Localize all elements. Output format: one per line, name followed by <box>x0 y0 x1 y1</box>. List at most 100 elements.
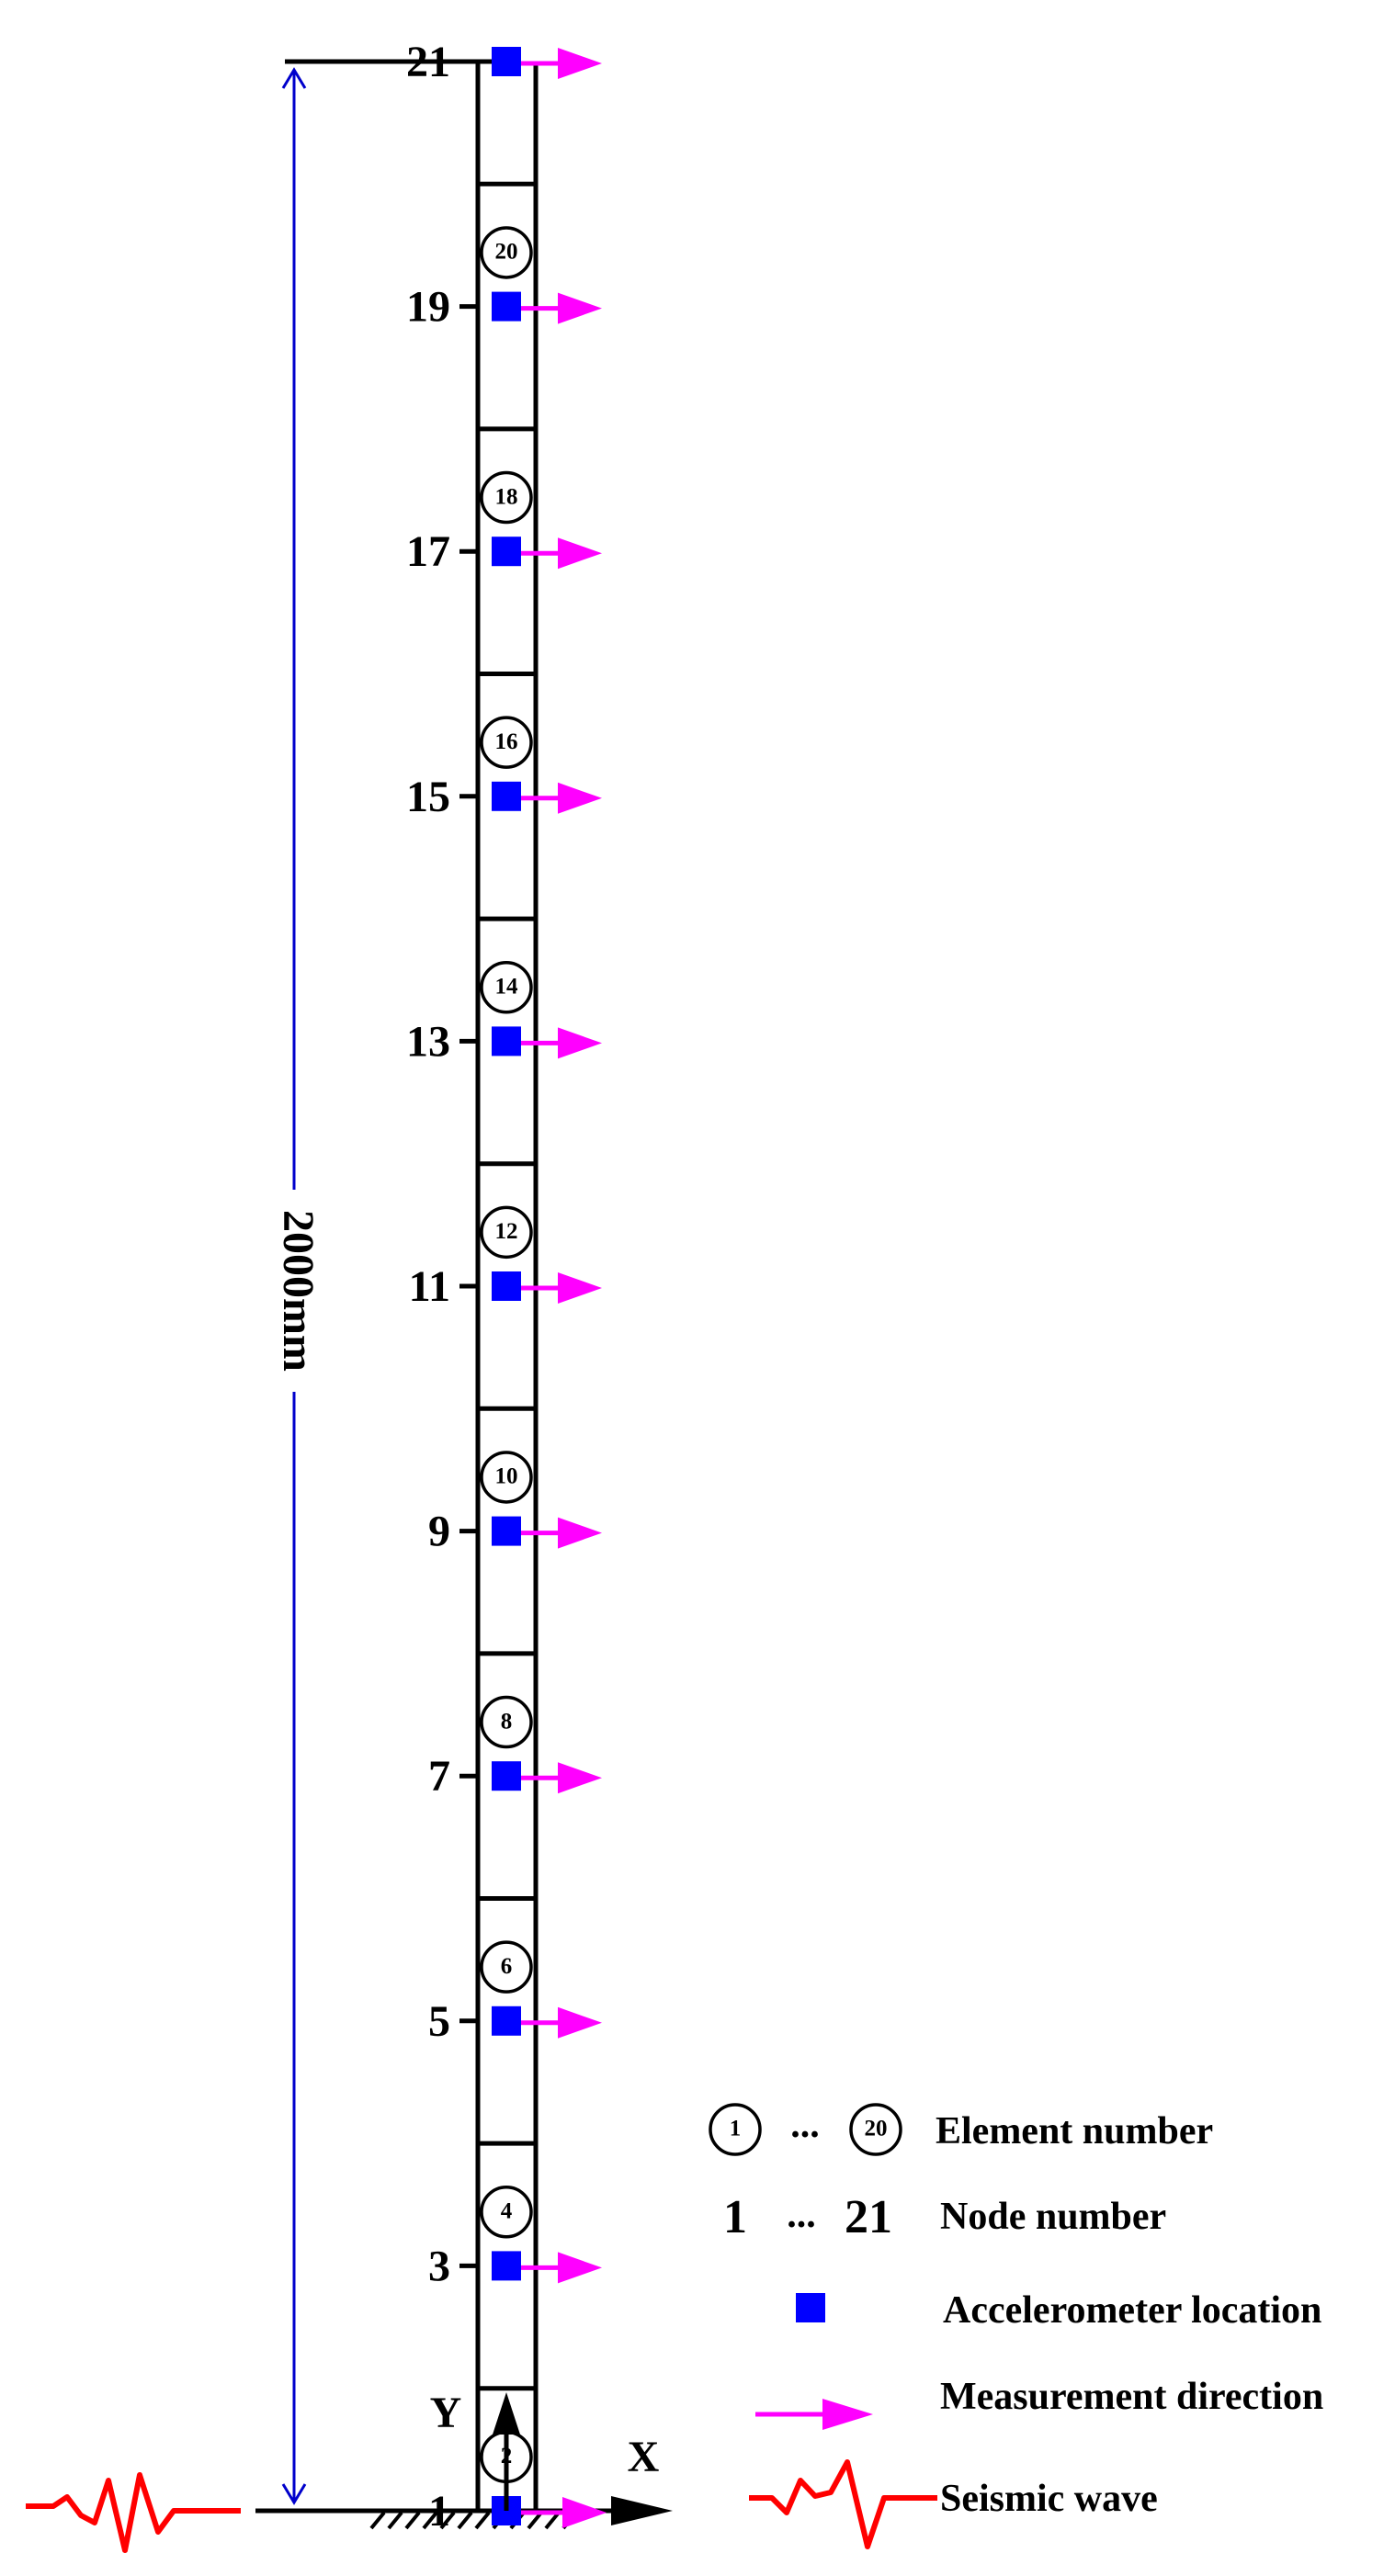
legend-element-circle-last <box>849 2103 902 2156</box>
element-circle <box>480 226 533 279</box>
legend-accelerometer-square <box>796 2293 825 2322</box>
legend-seismic-text: Seismic wave <box>940 2478 1158 2520</box>
measurement-arrowhead <box>558 1272 602 1304</box>
element-label: 8 <box>501 1709 513 1734</box>
element-marker: 4 <box>480 2186 533 2239</box>
dimension-label: 2000mm <box>274 1210 323 1372</box>
legend-node-number: 1 ... 21 Node number <box>723 2191 1166 2243</box>
accelerometer-square <box>492 291 521 322</box>
legend-node-dots: ... <box>787 2194 816 2236</box>
dimension-arrow-bottom <box>281 2483 307 2505</box>
node-label: 11 <box>409 1262 450 1311</box>
element-circle <box>480 1695 533 1749</box>
legend-accelerometer: Accelerometer location <box>796 2289 1321 2332</box>
x-axis-label: X <box>628 2433 660 2481</box>
element-label: 4 <box>501 2198 513 2223</box>
legend-node-text: Node number <box>940 2196 1166 2238</box>
ground-hatch-mark <box>387 2511 403 2530</box>
ground-hatch-mark <box>422 2511 438 2530</box>
x-axis-arrowhead <box>611 2496 673 2525</box>
node-label: 1 <box>428 2487 450 2536</box>
legend-element-number: 1 ... 20 Element number <box>709 2103 1213 2156</box>
ground-hatch-mark <box>527 2511 543 2530</box>
node-label: 13 <box>406 1017 450 1066</box>
measurement-arrow <box>506 2497 607 2528</box>
node-label: 3 <box>428 2242 450 2290</box>
dimension-line: 2000mm <box>274 67 323 2505</box>
element-marker: 6 <box>480 1940 533 1994</box>
accelerometer-square <box>492 1761 521 1791</box>
element-marker: 10 <box>480 1451 533 1504</box>
dimension-arrow-top <box>281 67 307 89</box>
accelerometer-square <box>492 2005 521 2036</box>
measurement-arrowhead <box>558 782 602 814</box>
ground-hatch-mark <box>369 2511 386 2530</box>
element-circle <box>480 2186 533 2239</box>
element-label: 10 <box>495 1464 518 1489</box>
seismic-wave-input <box>26 2472 241 2553</box>
ground-hatch-mark <box>439 2511 456 2530</box>
legend-direction-arrowhead <box>822 2399 873 2430</box>
element-circle <box>480 1940 533 1994</box>
node-label: 7 <box>428 1752 450 1801</box>
legend-element-dots: ... <box>790 2104 820 2146</box>
ground-hatch-mark <box>457 2511 473 2530</box>
legend-seismic: Seismic wave <box>749 2459 1158 2549</box>
element-label: 16 <box>495 729 518 754</box>
element-dividers <box>478 181 536 2391</box>
measurement-arrowhead <box>558 1517 602 1549</box>
node-label: 15 <box>406 773 450 821</box>
element-label: 6 <box>501 1954 513 1979</box>
measurement-arrowhead <box>558 48 602 79</box>
accelerometer-square <box>492 1516 521 1546</box>
legend-seismic-wave <box>749 2459 937 2549</box>
measurement-arrowhead <box>558 537 602 570</box>
legend-element-circle-first <box>709 2103 762 2156</box>
legend-element-text: Element number <box>936 2110 1213 2152</box>
measurement-arrowhead <box>558 2006 602 2039</box>
legend-element-last-label: 20 <box>865 2117 888 2141</box>
element-label: 20 <box>495 240 518 265</box>
element-label: 18 <box>495 484 518 509</box>
y-axis-label: Y <box>430 2389 462 2437</box>
measurement-arrowhead <box>558 1762 602 1794</box>
legend-node-last: 21 <box>845 2191 892 2243</box>
measurement-arrowhead <box>558 2252 602 2284</box>
element-marker: 14 <box>480 961 533 1014</box>
accelerometer-square <box>492 1026 521 1056</box>
ground-hatch <box>369 2511 578 2530</box>
legend-element-first-label: 1 <box>730 2117 742 2141</box>
measurement-arrowhead <box>558 1027 602 1059</box>
x-axis: X <box>611 2433 673 2525</box>
node-label: 5 <box>428 1997 450 2046</box>
element-marker: 16 <box>480 716 533 769</box>
node-label: 9 <box>428 1508 450 1556</box>
ground-hatch-mark <box>404 2511 421 2530</box>
measurement-arrowhead <box>558 292 602 324</box>
element-circle <box>480 961 533 1014</box>
element-marker: 18 <box>480 470 533 525</box>
accelerometer-square <box>492 781 521 811</box>
accelerometer-square <box>492 47 521 76</box>
node-label: 19 <box>406 283 450 332</box>
node-label: 21 <box>406 38 450 86</box>
legend-node-first: 1 <box>723 2191 747 2243</box>
accelerometers <box>492 47 521 2525</box>
node-label: 17 <box>406 527 450 576</box>
ground-hatch-mark <box>474 2511 491 2530</box>
y-axis: Y <box>430 2389 520 2511</box>
measurement-arrowhead <box>562 2497 607 2528</box>
element-circle <box>480 1451 533 1504</box>
legend: 1 ... 20 Element number 1 ... 21 Node nu… <box>709 2103 1323 2549</box>
measurement-arrows <box>506 48 607 2528</box>
element-label: 14 <box>495 974 519 999</box>
accelerometer-square <box>492 1271 521 1301</box>
element-circle <box>480 716 533 769</box>
accelerometer-square <box>492 537 521 567</box>
y-axis-arrowhead <box>493 2392 520 2435</box>
element-label: 12 <box>495 1219 518 1244</box>
accelerometer-square <box>492 2251 521 2281</box>
legend-accelerometer-text: Accelerometer location <box>943 2289 1321 2332</box>
